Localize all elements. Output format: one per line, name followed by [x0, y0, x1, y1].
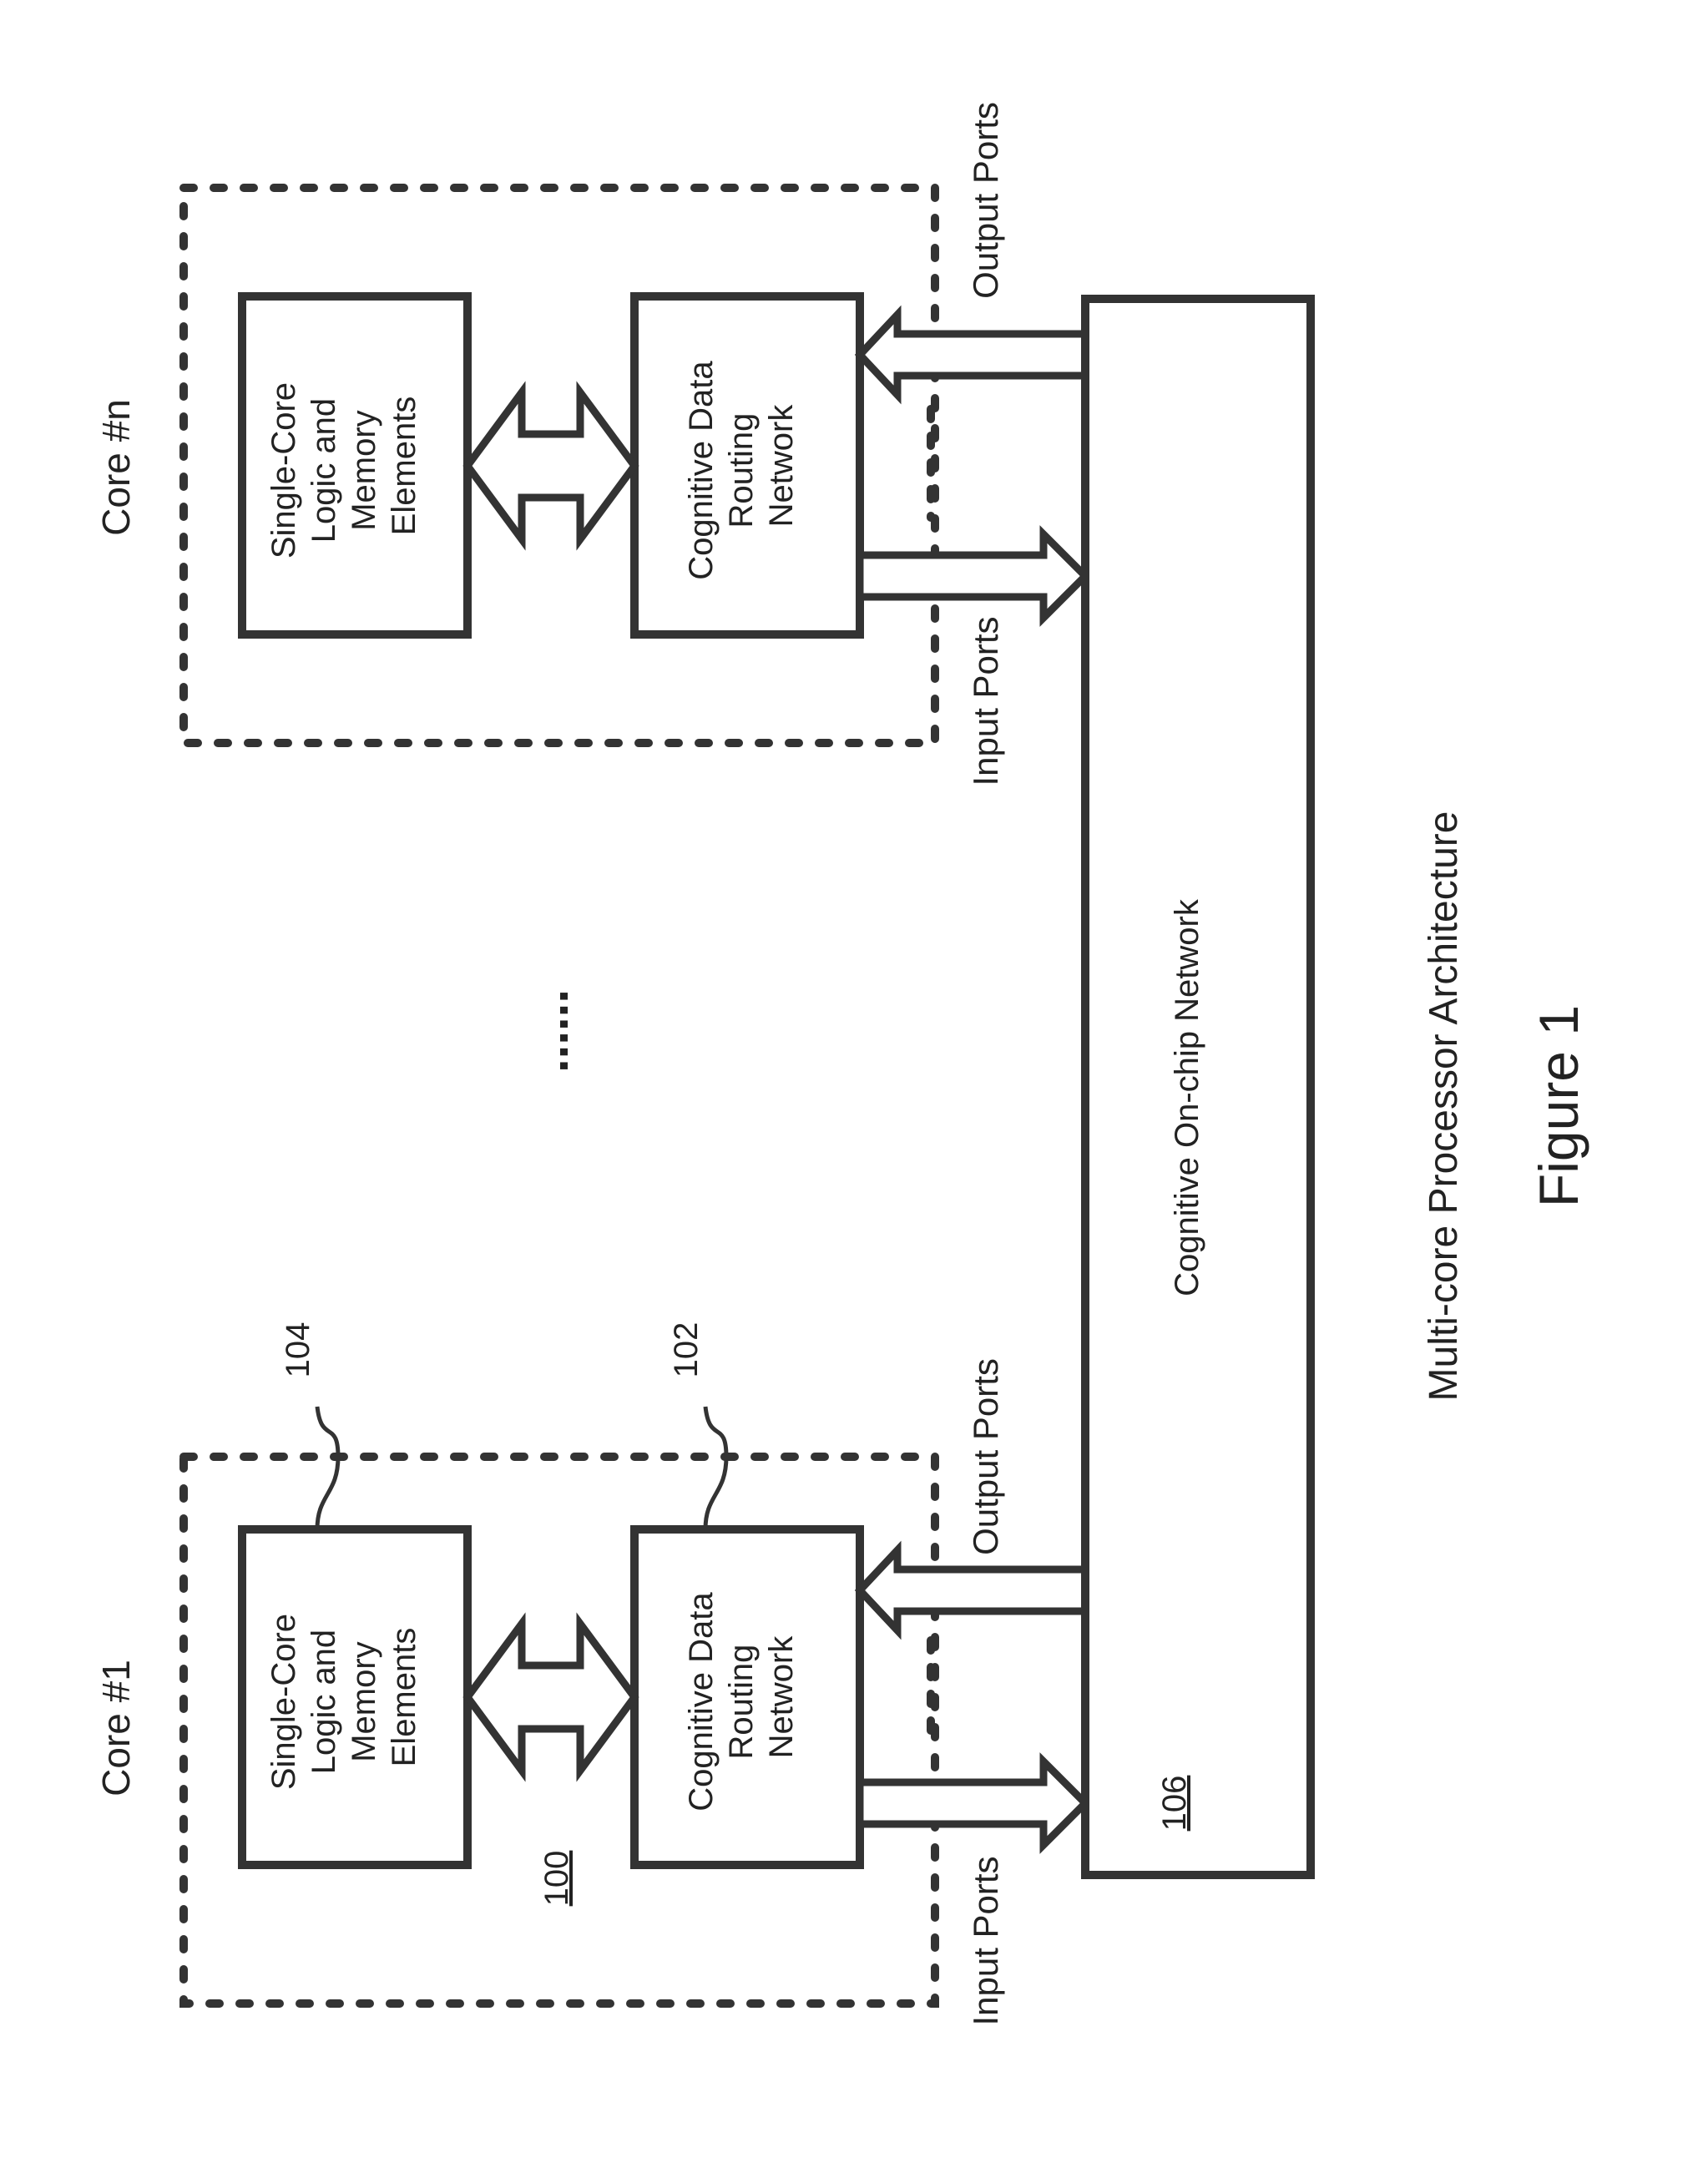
core-1-input-ports-label: Input Ports [966, 1856, 1005, 2025]
core-1-logic-line-3: Memory [346, 1641, 382, 1761]
core-1-bidirectional-arrow [467, 1624, 634, 1771]
core-n-output-arrow [860, 315, 1085, 395]
core-1-ref-102: 102 [668, 1322, 705, 1378]
on-chip-network-group: Cognitive On-chip Network 106 [1085, 299, 1311, 1875]
core-1-ref-104: 104 [280, 1322, 316, 1378]
core-1-input-arrow [860, 1761, 1085, 1845]
core-1-logic-line-4: Elements [386, 1628, 422, 1767]
core-1-leader-102 [705, 1407, 726, 1529]
core-n-title: Core #n [94, 399, 138, 536]
core-1-logic-line-1: Single-Core [265, 1614, 302, 1790]
core-1-group: Core #1 Single-Core Logic and Memory Ele… [94, 1322, 1085, 2026]
core-n-logic-line-1: Single-Core [265, 382, 302, 558]
core-n-routing-line-3: Network [763, 404, 800, 528]
core-n-group: Core #n Single-Core Logic and Memory Ele… [94, 102, 1085, 786]
core-n-logic-line-2: Logic and [306, 398, 342, 543]
core-1-routing-line-1: Cognitive Data [683, 1592, 720, 1812]
on-chip-network-ref-106: 106 [1156, 1776, 1193, 1832]
core-n-output-ports-label: Output Ports [966, 102, 1005, 299]
figure-subtitle: Multi-core Processor Architecture [1422, 811, 1466, 1402]
core-1-title: Core #1 [94, 1660, 138, 1797]
core-1-leader-104 [317, 1407, 338, 1529]
core-n-routing-line-1: Cognitive Data [683, 361, 720, 580]
on-chip-network-label: Cognitive On-chip Network [1169, 898, 1205, 1296]
core-1-ref-100: 100 [538, 1851, 575, 1907]
core-n-input-arrow [860, 534, 1085, 618]
core-1-routing-line-3: Network [763, 1635, 800, 1759]
core-n-logic-line-3: Memory [346, 410, 382, 530]
core-1-output-arrow [860, 1550, 1085, 1630]
core-n-bidirectional-arrow [467, 392, 634, 539]
core-1-output-ports-label: Output Ports [966, 1358, 1005, 1555]
core-1-routing-line-2: Routing [723, 1645, 760, 1760]
core-1-logic-line-2: Logic and [306, 1630, 342, 1774]
core-n-routing-line-2: Routing [723, 413, 760, 528]
ellipsis: ...... [523, 989, 579, 1073]
core-n-input-ports-label: Input Ports [966, 616, 1005, 786]
figure-caption: Figure 1 [1528, 1005, 1589, 1207]
core-n-logic-line-4: Elements [386, 397, 422, 536]
